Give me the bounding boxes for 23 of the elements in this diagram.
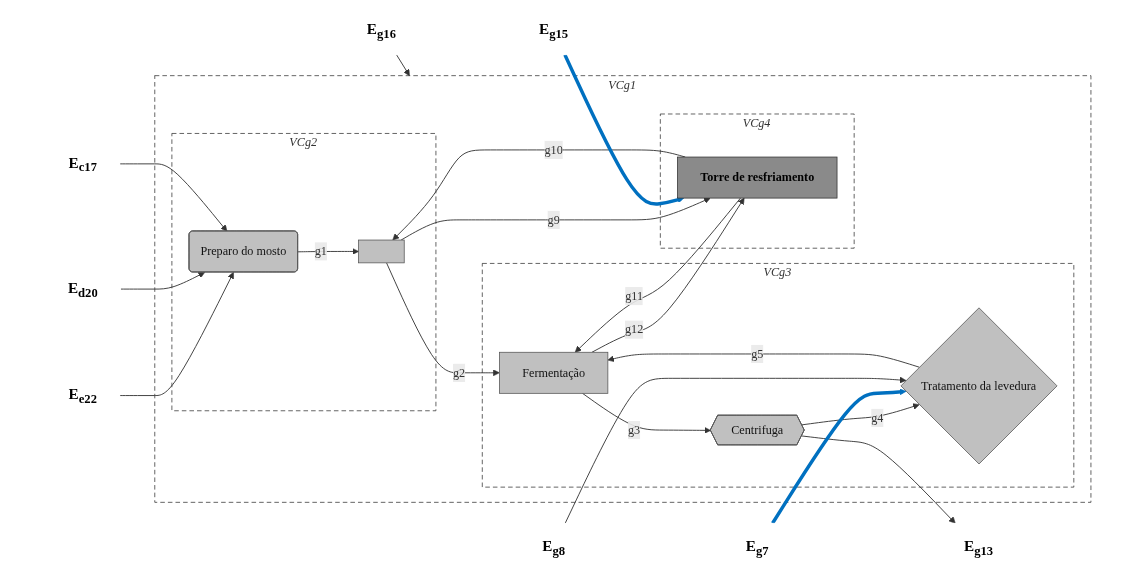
edge-label: g2 <box>453 365 466 379</box>
node-box <box>358 239 405 264</box>
edge-label: g11 <box>625 289 643 303</box>
edge-label: g9 <box>547 213 560 226</box>
node-box: Torre de resfriamento <box>677 156 838 199</box>
node-text: E$_{e22}$ <box>68 385 98 407</box>
arrow <box>563 54 685 206</box>
node-text: E$_{g7}$ <box>745 537 769 559</box>
edge-label: g3 <box>628 423 641 437</box>
edge-label: g4 <box>871 411 884 424</box>
edge-label: g10 <box>544 143 563 157</box>
node-text: E$_{g16}$ <box>366 20 396 42</box>
node-text: E$_{g13}$ <box>964 537 994 559</box>
arrow <box>771 388 907 525</box>
node-box: Fermentação <box>499 351 609 394</box>
edge-label: g12 <box>624 322 644 336</box>
node-text: E$_{g15}$ <box>539 20 569 42</box>
node-text: E$_{d20}$ <box>67 279 98 300</box>
node-diamond: Tratamento da levedura <box>900 307 1058 465</box>
node-text: E$_{c17}$ <box>68 153 98 175</box>
node-text: E$_{g8}$ <box>542 537 566 559</box>
edge-label: g5 <box>751 347 764 361</box>
edge-label: g1 <box>314 244 327 258</box>
